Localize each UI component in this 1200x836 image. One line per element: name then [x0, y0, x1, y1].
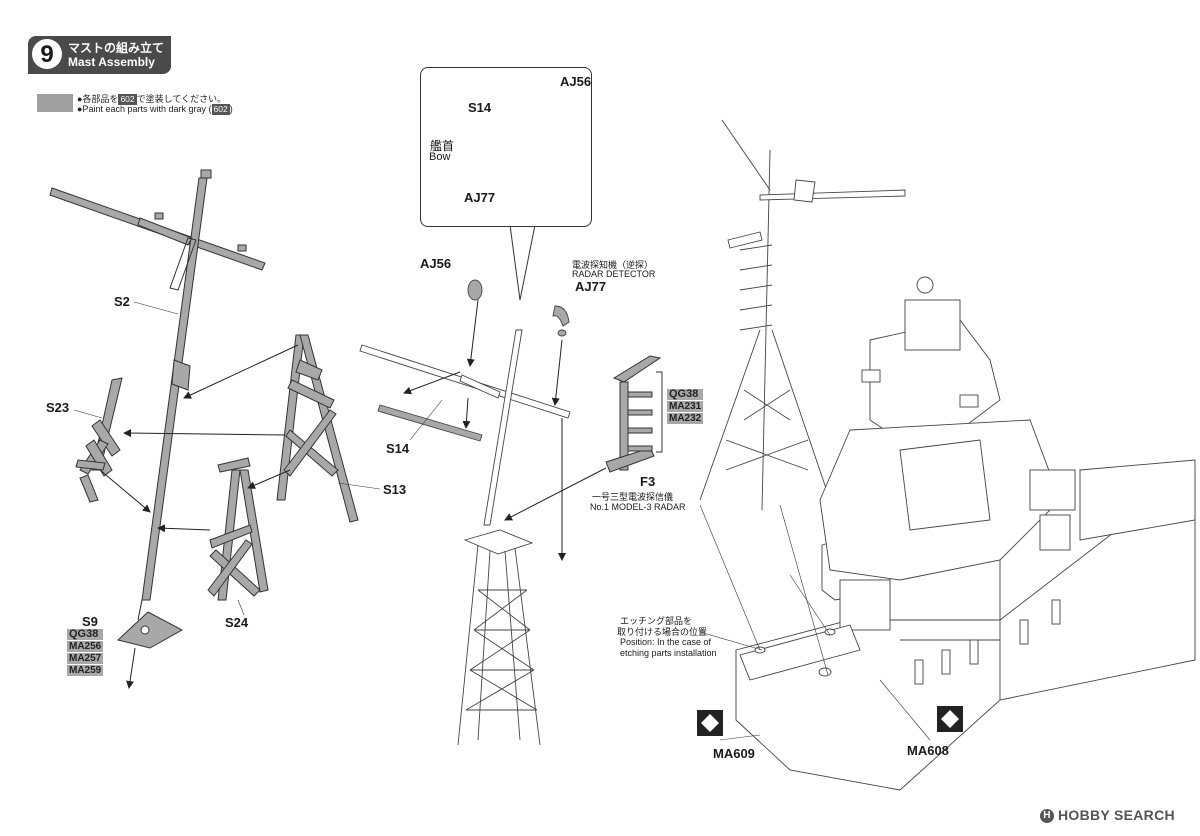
leaders-left — [73, 301, 381, 616]
label-aj77: AJ77 — [575, 279, 607, 294]
arrows-center — [403, 299, 607, 561]
paint-code-tag: 602 — [118, 94, 137, 105]
s9-code: QG38 — [67, 629, 104, 640]
leader-s14 — [409, 399, 443, 441]
step-title-en: Mast Assembly — [68, 55, 155, 69]
radar-model-jp: 一号三型電波探信儀 — [592, 492, 674, 502]
label-s14: S14 — [386, 441, 410, 456]
part-s2-mast — [49, 169, 266, 601]
step-title-jp: マストの組み立て — [68, 41, 165, 55]
part-s9 — [116, 611, 184, 649]
s9-code: MA256 — [67, 641, 104, 652]
step-number: 9 — [32, 39, 62, 69]
callout-label-aj77: AJ77 — [464, 190, 496, 205]
f3-code: MA231 — [667, 401, 704, 412]
radar-detector-jp: 電波探知機（逆探） — [572, 260, 654, 270]
label-ma608: MA608 — [907, 743, 949, 758]
ma608-icon — [937, 706, 963, 732]
part-s24 — [207, 457, 269, 601]
callout-pointer — [509, 224, 536, 301]
label-f3: F3 — [640, 474, 656, 489]
callout-label-s14: S14 — [468, 100, 492, 115]
etching-note-jp2: 取り付ける場合の位置 — [617, 627, 708, 637]
label-s24: S24 — [225, 615, 249, 630]
bow-label-jp: 艦首 — [430, 139, 455, 153]
part-f3-radar — [605, 355, 662, 473]
right-mast — [699, 119, 906, 511]
f3-code: QG38 — [667, 389, 704, 400]
label-s2: S2 — [114, 294, 130, 309]
radar-detector-en: RADAR DETECTOR — [572, 269, 656, 279]
radar-model-en: No.1 MODEL-3 RADAR — [590, 502, 686, 512]
etching-note-en1: Position: In the case of — [620, 637, 712, 647]
etching-note-en2: etching parts installation — [620, 648, 717, 658]
bow-label-en: Bow — [429, 151, 451, 163]
arrows-left — [99, 344, 299, 689]
f3-bracket — [656, 371, 663, 453]
paint-code-tag: 602 — [211, 104, 230, 115]
f3-code: MA232 — [667, 413, 704, 424]
etching-note-jp1: エッチング部品を — [620, 616, 693, 626]
part-s23 — [75, 377, 123, 503]
leaders-right — [699, 504, 931, 741]
paint-swatch — [37, 94, 73, 112]
s9-code-stack: QG38 MA256 MA257 MA259 — [67, 629, 104, 677]
hobby-search-logo-icon: H — [1040, 809, 1054, 824]
paint-note-en: ●Paint each parts with dark gray (602) — [77, 104, 233, 115]
f3-code-stack: QG38 MA231 MA232 — [667, 389, 704, 425]
step-header: 9 マストの組み立て Mast Assembly — [28, 36, 171, 74]
s9-code: MA259 — [67, 665, 104, 676]
detail-callout — [420, 67, 592, 227]
hobby-search-watermark: H HOBBY SEARCH — [1040, 807, 1175, 824]
callout-label-aj56: AJ56 — [560, 74, 592, 89]
bridge-structure — [735, 276, 1196, 791]
ma609-icon — [697, 710, 723, 736]
watermark-text: HOBBY SEARCH — [1058, 807, 1175, 823]
s9-code: MA257 — [67, 653, 104, 664]
label-aj56: AJ56 — [420, 256, 452, 271]
label-ma609: MA609 — [713, 746, 755, 761]
center-mast — [359, 279, 571, 746]
label-s23: S23 — [46, 400, 70, 415]
part-s13 — [276, 334, 359, 523]
label-s13: S13 — [383, 482, 407, 497]
label-s9: S9 — [82, 614, 98, 629]
